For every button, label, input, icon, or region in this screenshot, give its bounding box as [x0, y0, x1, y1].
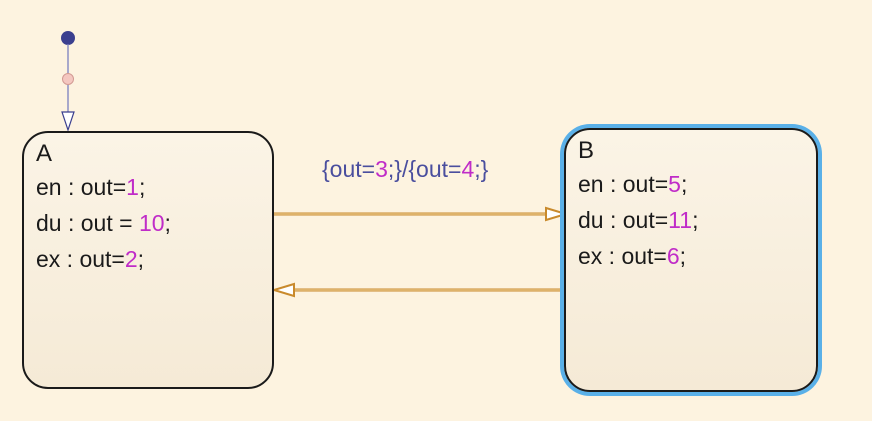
action-text: en : out=: [578, 171, 669, 197]
transition-b-to-a-arrowhead: [270, 282, 295, 298]
default-transition-dot[interactable]: [61, 31, 75, 45]
transition-label[interactable]: {out=3;}/{out=4;}: [322, 156, 488, 183]
action-suffix: ;: [137, 246, 145, 272]
state-b-name: B: [578, 137, 595, 164]
action-value: 2: [124, 246, 138, 272]
action-value: 6: [666, 243, 680, 269]
action-value: 10: [138, 210, 165, 236]
state-b-during-action: du : out=11;: [578, 202, 816, 238]
action-value: 1: [126, 174, 139, 200]
action-suffix: ;: [692, 207, 699, 233]
action-suffix: ;: [680, 171, 688, 197]
state-b[interactable]: B en : out=5; du : out=11; ex : out=6;: [564, 128, 818, 392]
transition-label-text-2: ;}/{out=: [387, 156, 462, 182]
state-b-exit-action: ex : out=6;: [578, 238, 816, 274]
action-text: du : out =: [36, 210, 139, 236]
action-text: ex : out=: [36, 246, 125, 272]
action-text: ex : out=: [578, 243, 667, 269]
state-a-entry-action: en : out=1;: [36, 169, 272, 205]
action-value: 5: [668, 171, 681, 197]
action-value: 11: [668, 207, 693, 233]
action-suffix: ;: [138, 174, 146, 200]
transition-a-to-b-arrowhead: [545, 206, 570, 222]
action-suffix: ;: [679, 243, 687, 269]
transition-label-text-3: ;}: [474, 156, 489, 182]
action-suffix: ;: [164, 210, 171, 236]
state-a-during-action: du : out = 10;: [36, 205, 272, 241]
state-a-name: A: [36, 140, 53, 167]
action-text: en : out=: [36, 174, 127, 200]
state-a[interactable]: A en : out=1; du : out = 10; ex : out=2;: [22, 131, 274, 389]
default-transition-arrowhead: [61, 111, 75, 132]
transition-label-value-1: 3: [375, 156, 388, 182]
transition-label-value-2: 4: [461, 156, 475, 182]
action-text: du : out=: [578, 207, 669, 233]
default-transition-junction: [62, 73, 74, 85]
state-a-exit-action: ex : out=2;: [36, 241, 272, 277]
state-b-entry-action: en : out=5;: [578, 166, 816, 202]
transition-label-text-1: {out=: [322, 156, 376, 182]
